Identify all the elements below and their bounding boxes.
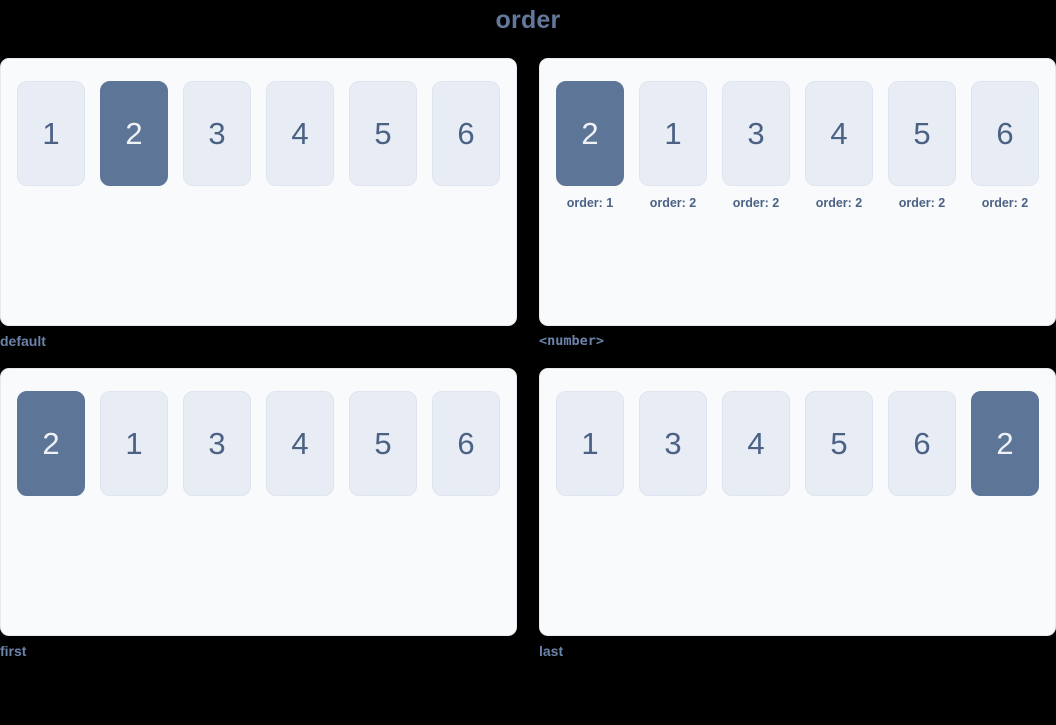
flex-item: 2 bbox=[100, 81, 168, 186]
order-label: order: 2 bbox=[898, 196, 946, 210]
flex-item: 3 bbox=[183, 81, 251, 186]
tile[interactable]: 6 bbox=[432, 391, 500, 496]
flex-item: 2 order: 1 bbox=[556, 81, 624, 211]
flex-item: 5 bbox=[805, 391, 873, 496]
flex-item: 1 bbox=[100, 391, 168, 496]
flex-track: 2 order: 1 1 order: 2 3 order: 2 4 order: 2 5 ord… bbox=[556, 81, 1055, 211]
tile-highlighted[interactable]: 2 bbox=[100, 81, 168, 186]
tile[interactable]: 6 bbox=[888, 391, 956, 496]
tile-highlighted[interactable]: 2 bbox=[17, 391, 85, 496]
tile[interactable]: 5 bbox=[349, 81, 417, 186]
tile[interactable]: 1 bbox=[639, 81, 707, 186]
flex-item: 6 bbox=[888, 391, 956, 496]
demo-caption: <number> bbox=[539, 333, 605, 349]
flex-item: 2 bbox=[17, 391, 85, 496]
tile[interactable]: 4 bbox=[805, 81, 873, 186]
tile[interactable]: 1 bbox=[100, 391, 168, 496]
flex-item: 1 order: 2 bbox=[639, 81, 707, 211]
tile[interactable]: 4 bbox=[266, 391, 334, 496]
tile[interactable]: 6 bbox=[971, 81, 1039, 186]
flex-item: 3 bbox=[183, 391, 251, 496]
tile[interactable]: 1 bbox=[556, 391, 624, 496]
order-label: order: 2 bbox=[732, 196, 780, 210]
flex-item: 5 order: 2 bbox=[888, 81, 956, 211]
demo-panel: 2 order: 1 1 order: 2 3 order: 2 4 order: 2 5 ord… bbox=[539, 58, 1056, 326]
flex-item: 3 order: 2 bbox=[722, 81, 790, 211]
tile[interactable]: 3 bbox=[183, 391, 251, 496]
flex-item: 6 bbox=[432, 81, 500, 186]
tile-highlighted[interactable]: 2 bbox=[556, 81, 624, 186]
flex-item: 5 bbox=[349, 391, 417, 496]
tile[interactable]: 6 bbox=[432, 81, 500, 186]
demo-caption: default bbox=[0, 333, 46, 349]
tile[interactable]: 5 bbox=[888, 81, 956, 186]
tile[interactable]: 5 bbox=[805, 391, 873, 496]
flex-item: 4 order: 2 bbox=[805, 81, 873, 211]
tile[interactable]: 3 bbox=[183, 81, 251, 186]
flex-item: 5 bbox=[349, 81, 417, 186]
tile[interactable]: 3 bbox=[639, 391, 707, 496]
tile[interactable]: 1 bbox=[17, 81, 85, 186]
order-label: order: 2 bbox=[815, 196, 863, 210]
flex-item: 6 order: 2 bbox=[971, 81, 1039, 211]
demo-caption: first bbox=[0, 643, 27, 659]
order-label: order: 2 bbox=[981, 196, 1029, 210]
tile[interactable]: 5 bbox=[349, 391, 417, 496]
flex-item: 4 bbox=[266, 391, 334, 496]
flex-item: 1 bbox=[556, 391, 624, 496]
demo-<number>: 2 order: 1 1 order: 2 3 order: 2 4 order: 2 5 ord… bbox=[539, 58, 1056, 350]
order-label: order: 2 bbox=[649, 196, 697, 210]
demo-caption: last bbox=[539, 643, 564, 659]
flex-item: 4 bbox=[722, 391, 790, 496]
flex-item: 1 bbox=[17, 81, 85, 186]
page-title: order bbox=[495, 6, 561, 34]
tile-highlighted[interactable]: 2 bbox=[971, 391, 1039, 496]
tile[interactable]: 4 bbox=[722, 391, 790, 496]
tile[interactable]: 3 bbox=[722, 81, 790, 186]
flex-item: 3 bbox=[639, 391, 707, 496]
order-label: order: 1 bbox=[566, 196, 614, 210]
flex-item: 2 bbox=[971, 391, 1039, 496]
flex-item: 6 bbox=[432, 391, 500, 496]
tile[interactable]: 4 bbox=[266, 81, 334, 186]
flex-item: 4 bbox=[266, 81, 334, 186]
